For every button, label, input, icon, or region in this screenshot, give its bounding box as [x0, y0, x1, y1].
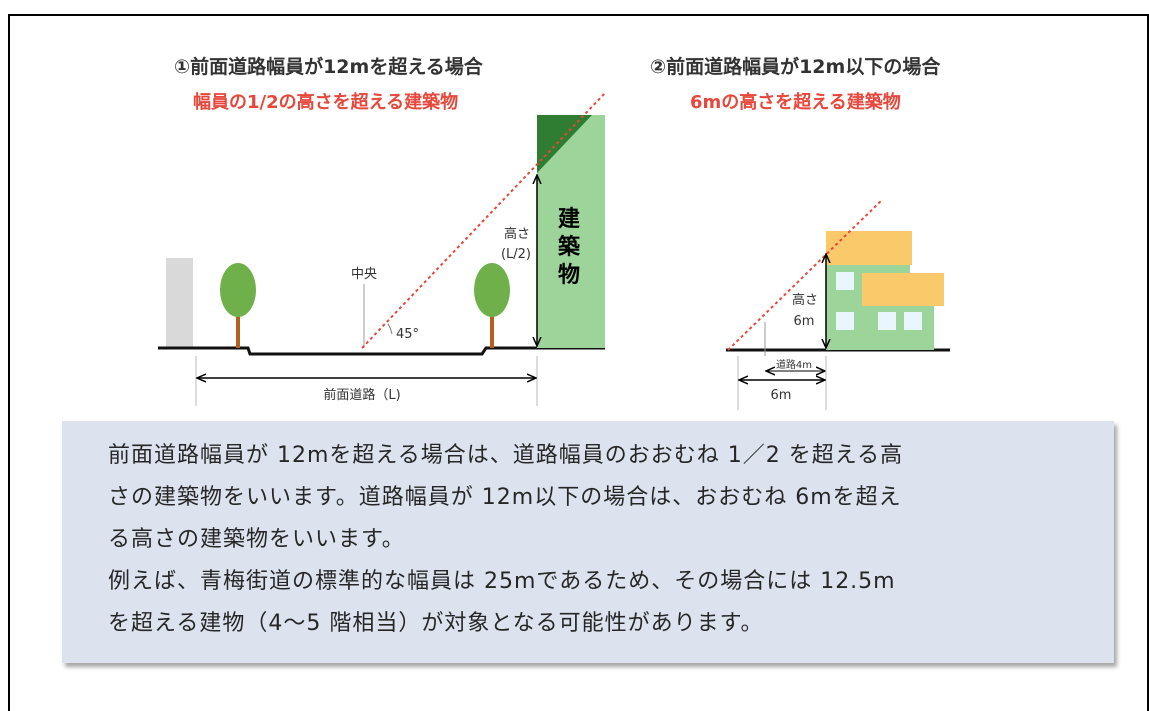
case1-title: ①前面道路幅員が12mを超える場合	[174, 56, 483, 78]
building-label-char-2: 築	[557, 234, 581, 260]
caption-line-5: を超える建物（4〜5 階相当）が対象となる可能性があります。	[108, 611, 764, 636]
case2-distance-label: 6m	[771, 388, 792, 403]
tree-right	[474, 263, 510, 348]
caption-box: 前面道路幅員が 12mを超える場合は、道路幅員のおおむね 1／2 を超える高 さ…	[62, 421, 1114, 663]
case2-title: ②前面道路幅員が12m以下の場合	[650, 56, 941, 78]
caption-line-2: さの建築物をいいます。道路幅員が 12m以下の場合は、おおむね 6mを超え	[108, 485, 902, 510]
case1-height-label-1: 高さ	[504, 226, 530, 242]
building-label-char-1: 建	[558, 207, 580, 232]
case1-subtitle: 幅員の1/2の高さを超える建築物	[193, 92, 459, 113]
caption-line-4: 例えば、青梅街道の標準的な幅員は 25mであるため、その場合には 12.5m	[108, 569, 896, 594]
case2-road-label: 道路4m	[776, 358, 812, 371]
case2-height-label-2: 6m	[794, 314, 815, 329]
neighbor-wall	[166, 258, 193, 348]
road-label: 前面道路（L)	[323, 387, 400, 403]
caption-line-3: る高さの建築物をいいます。	[108, 527, 405, 552]
angle-arc	[387, 323, 393, 335]
case1-setback-line	[361, 91, 607, 349]
case1-height-label-2: (L/2)	[501, 247, 531, 262]
case2-subtitle: 6mの高さを超える建築物	[690, 92, 901, 113]
caption-line-1: 前面道路幅員が 12mを超える場合は、道路幅員のおおむね 1／2 を超える高	[108, 443, 904, 468]
case2-height-label-1: 高さ	[792, 292, 818, 308]
angle-label: 45°	[396, 327, 419, 342]
case1-ground-line	[158, 346, 605, 356]
building-label-char-3: 物	[558, 262, 580, 288]
tree-left	[220, 263, 256, 348]
exceeding-part	[537, 115, 592, 173]
house	[826, 231, 944, 350]
center-label: 中央	[351, 267, 377, 282]
figure-frame	[8, 14, 1149, 711]
